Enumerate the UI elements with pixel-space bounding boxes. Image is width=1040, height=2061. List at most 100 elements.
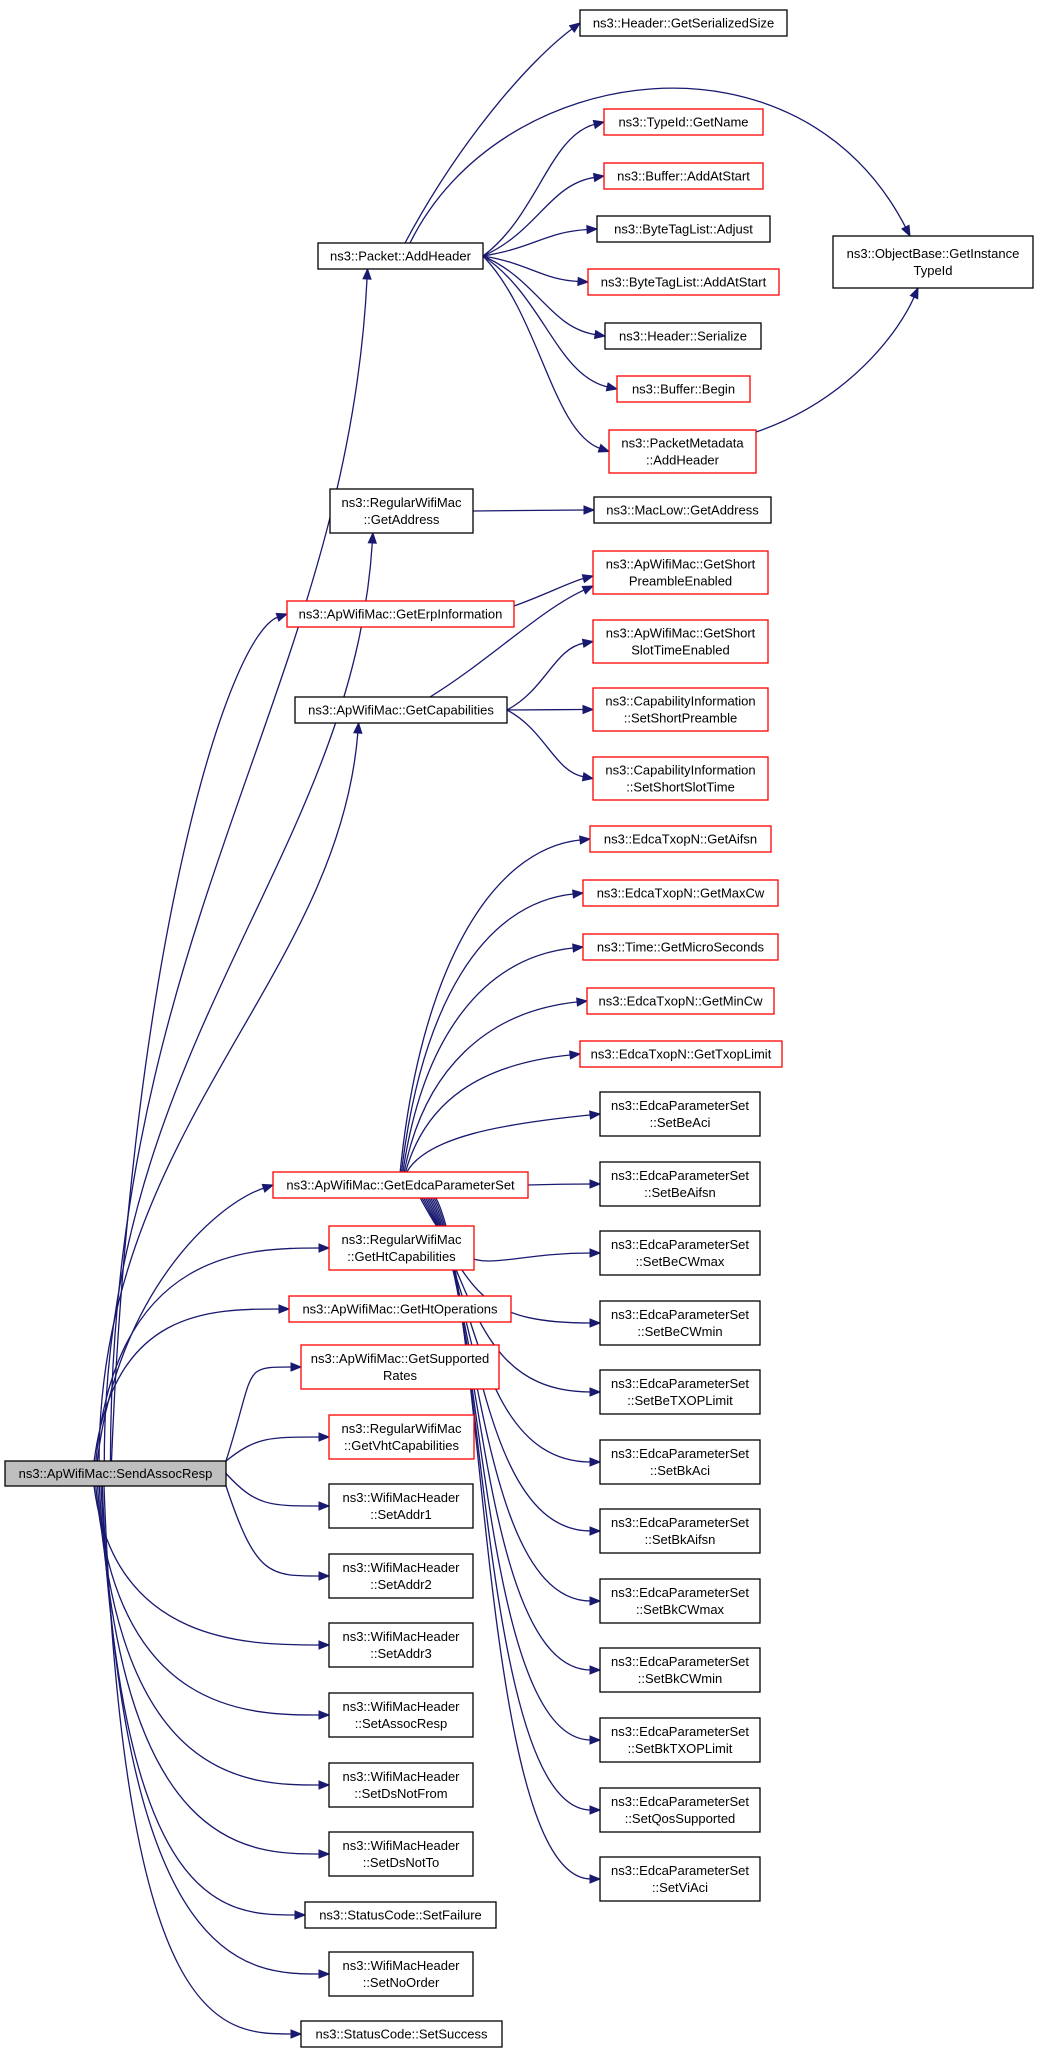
edge-addheader-to-typeid_getname-arrowhead xyxy=(592,119,606,130)
node-gethtoperations[interactable]: ns3::ApWifiMac::GetHtOperations xyxy=(288,1295,512,1323)
node-buffer_begin[interactable]: ns3::Buffer::Begin xyxy=(616,375,751,403)
node-label: ns3::EdcaParameterSet xyxy=(611,1654,749,1669)
node-cap_setshortpreamble[interactable]: ns3::CapabilityInformation::SetShortPrea… xyxy=(592,687,769,732)
node-getserializedsize[interactable]: ns3::Header::GetSerializedSize xyxy=(579,9,788,37)
edge-addheader-to-objectbase-arrowhead xyxy=(901,224,911,238)
node-setbetxoplimit[interactable]: ns3::EdcaParameterSet::SetBeTXOPLimit xyxy=(599,1369,761,1415)
node-setaddr3[interactable]: ns3::WifiMacHeader::SetAddr3 xyxy=(328,1622,474,1668)
edge-root-to-gethtcapabilities xyxy=(95,1247,321,1462)
edge-addheader-to-typeid_getname xyxy=(482,123,596,257)
node-box xyxy=(328,1225,475,1271)
node-setbkaci[interactable]: ns3::EdcaParameterSet::SetBkAci xyxy=(599,1439,761,1485)
node-setdsnotto[interactable]: ns3::WifiMacHeader::SetDsNotTo xyxy=(328,1831,474,1877)
node-setassocresp[interactable]: ns3::WifiMacHeader::SetAssocResp xyxy=(328,1692,474,1738)
edge-getcapabilities-to-getshortslottime-arrowhead xyxy=(581,638,595,648)
edge-getedca-to-setbkcwmin-arrowhead xyxy=(589,1665,602,1675)
node-label: ns3::StatusCode::SetSuccess xyxy=(316,2027,488,2042)
node-setbkcwmin[interactable]: ns3::EdcaParameterSet::SetBkCWmin xyxy=(599,1647,761,1693)
node-setbeaci[interactable]: ns3::EdcaParameterSet::SetBeAci xyxy=(599,1091,761,1137)
node-label: ns3::WifiMacHeader xyxy=(342,1958,460,1973)
edge-root-to-gethtoperations xyxy=(93,1308,281,1462)
node-label: ::SetViAci xyxy=(652,1880,708,1895)
node-label: ns3::EdcaTxopN::GetMinCw xyxy=(598,994,763,1009)
node-setsuccess[interactable]: ns3::StatusCode::SetSuccess xyxy=(300,2020,503,2048)
node-geterpinformation[interactable]: ns3::ApWifiMac::GetErpInformation xyxy=(286,600,515,628)
node-label: ns3::RegularWifiMac xyxy=(342,1232,462,1247)
edge-addheader-to-bytetaglist_addatstart xyxy=(482,255,580,283)
node-typeid_getname[interactable]: ns3::TypeId::GetName xyxy=(603,108,764,136)
node-addheader[interactable]: ns3::Packet::AddHeader xyxy=(317,242,484,270)
node-setfailure[interactable]: ns3::StatusCode::SetFailure xyxy=(304,1901,497,1929)
edge-getcapabilities-to-cap_setshortslottime-arrowhead xyxy=(581,772,595,782)
node-box xyxy=(579,1040,783,1068)
node-getedca[interactable]: ns3::ApWifiMac::GetEdcaParameterSet xyxy=(272,1171,529,1199)
node-label: ns3::EdcaParameterSet xyxy=(611,1376,749,1391)
node-setbeaifsn[interactable]: ns3::EdcaParameterSet::SetBeAifsn xyxy=(599,1161,761,1207)
edge-root-to-geterpinformation xyxy=(110,616,279,1462)
node-maclow_getaddress[interactable]: ns3::MacLow::GetAddress xyxy=(593,496,772,524)
node-box xyxy=(329,488,474,534)
node-getmicroseconds[interactable]: ns3::Time::GetMicroSeconds xyxy=(582,933,779,961)
node-label: ::SetAddr2 xyxy=(370,1577,431,1592)
node-getcapabilities[interactable]: ns3::ApWifiMac::GetCapabilities xyxy=(294,696,508,724)
node-label: ns3::ApWifiMac::GetEdcaParameterSet xyxy=(286,1178,515,1193)
node-setqossupported[interactable]: ns3::EdcaParameterSet::SetQosSupported xyxy=(599,1787,761,1833)
node-setbkaifsn[interactable]: ns3::EdcaParameterSet::SetBkAifsn xyxy=(599,1508,761,1554)
node-label: ns3::WifiMacHeader xyxy=(342,1560,460,1575)
edge-getedca-to-gettxoplimit xyxy=(404,1054,572,1173)
node-bytetaglist_adjust[interactable]: ns3::ByteTagList::Adjust xyxy=(596,215,771,243)
node-box xyxy=(328,1951,474,1997)
node-setviaci[interactable]: ns3::EdcaParameterSet::SetViAci xyxy=(599,1856,761,1902)
node-getmincw[interactable]: ns3::EdcaTxopN::GetMinCw xyxy=(586,987,775,1015)
node-buffer_addatstart[interactable]: ns3::Buffer::AddAtStart xyxy=(603,162,764,190)
node-setnoorder[interactable]: ns3::WifiMacHeader::SetNoOrder xyxy=(328,1951,474,1997)
node-cap_setshortslottime[interactable]: ns3::CapabilityInformation::SetShortSlot… xyxy=(592,756,769,801)
node-setbktxoplimit[interactable]: ns3::EdcaParameterSet::SetBkTXOPLimit xyxy=(599,1717,761,1763)
edge-root-to-getsupportedrates xyxy=(225,1366,293,1462)
node-box xyxy=(599,1300,761,1346)
node-setbecwmin[interactable]: ns3::EdcaParameterSet::SetBeCWmin xyxy=(599,1300,761,1346)
node-bytetaglist_addatstart[interactable]: ns3::ByteTagList::AddAtStart xyxy=(587,268,780,296)
node-box xyxy=(616,375,751,403)
node-setbkcwmax[interactable]: ns3::EdcaParameterSet::SetBkCWmax xyxy=(599,1578,761,1624)
node-box xyxy=(603,162,764,190)
edge-root-to-setdsnotfrom-arrowhead xyxy=(318,1780,331,1790)
node-label: ::SetAssocResp xyxy=(355,1716,448,1731)
node-box xyxy=(294,696,508,724)
node-gethtcapabilities[interactable]: ns3::RegularWifiMac::GetHtCapabilities xyxy=(328,1225,475,1271)
node-header_serialize[interactable]: ns3::Header::Serialize xyxy=(604,322,762,350)
node-getmaxcw[interactable]: ns3::EdcaTxopN::GetMaxCw xyxy=(582,879,779,907)
edge-addheader-to-bytetaglist_addatstart-arrowhead xyxy=(577,276,590,287)
node-root[interactable]: ns3::ApWifiMac::SendAssocResp xyxy=(4,1460,227,1487)
node-setaddr2[interactable]: ns3::WifiMacHeader::SetAddr2 xyxy=(328,1553,474,1599)
edge-root-to-regular_getaddress-arrowhead xyxy=(367,531,377,544)
edge-root-to-addheader xyxy=(109,277,368,1462)
edge-packetmetadata_addheader-to-objectbase-arrowhead xyxy=(909,286,919,300)
node-box xyxy=(328,1622,474,1668)
node-setaddr1[interactable]: ns3::WifiMacHeader::SetAddr1 xyxy=(328,1483,474,1529)
node-getaifsn[interactable]: ns3::EdcaTxopN::GetAifsn xyxy=(589,825,772,853)
node-label: ::SetShortPreamble xyxy=(624,711,737,726)
node-label: ns3::EdcaParameterSet xyxy=(611,1515,749,1530)
node-packetmetadata_addheader[interactable]: ns3::PacketMetadata::AddHeader xyxy=(608,429,757,474)
node-box xyxy=(300,2020,503,2048)
node-setbecwmax[interactable]: ns3::EdcaParameterSet::SetBeCWmax xyxy=(599,1230,761,1276)
node-label: ::SetDsNotFrom xyxy=(354,1786,447,1801)
edge-root-to-setnoorder-arrowhead xyxy=(318,1969,331,1979)
node-regular_getaddress[interactable]: ns3::RegularWifiMac::GetAddress xyxy=(329,488,474,534)
edge-addheader-to-bytetaglist_adjust xyxy=(482,228,589,257)
node-label: ns3::EdcaParameterSet xyxy=(611,1237,749,1252)
edge-root-to-setaddr3 xyxy=(93,1485,321,1646)
edge-root-to-getedca xyxy=(96,1187,265,1462)
node-label: ::GetAddress xyxy=(364,512,440,527)
node-label: ns3::CapabilityInformation xyxy=(605,694,755,709)
node-getvhtcapabilities[interactable]: ns3::RegularWifiMac::GetVhtCapabilities xyxy=(328,1414,475,1460)
node-setdsnotfrom[interactable]: ns3::WifiMacHeader::SetDsNotFrom xyxy=(328,1762,474,1808)
node-gettxoplimit[interactable]: ns3::EdcaTxopN::GetTxopLimit xyxy=(579,1040,783,1068)
node-box xyxy=(328,1831,474,1877)
